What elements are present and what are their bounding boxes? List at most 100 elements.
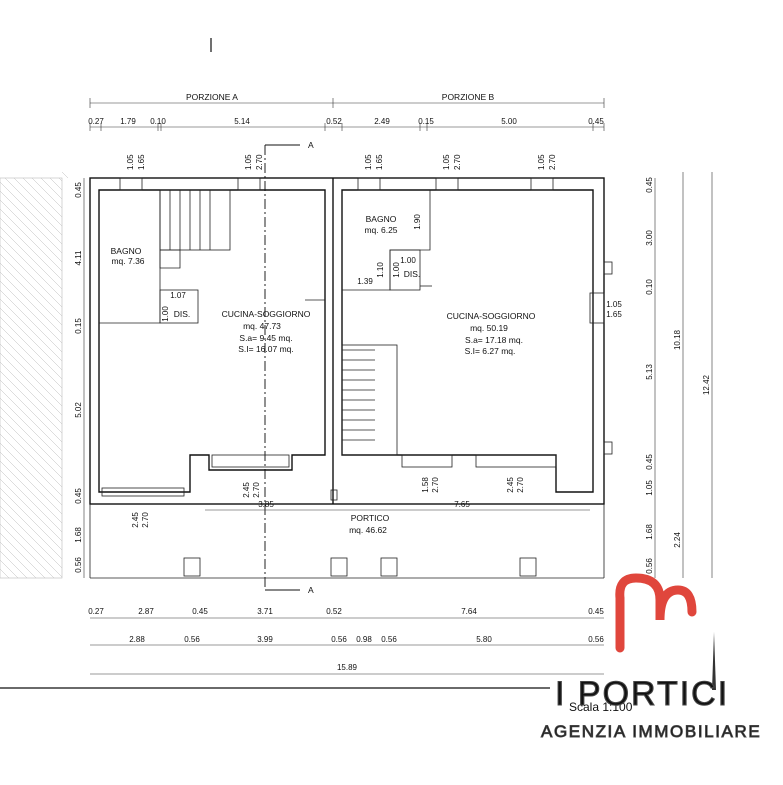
room-area: mq. 50.19 bbox=[470, 323, 508, 333]
bottom-dim-label: 7.64 bbox=[461, 607, 477, 616]
right-dim-label: 3.00 bbox=[645, 230, 654, 246]
porzione-b-label: PORZIONE B bbox=[442, 92, 495, 102]
section-header-dims: PORZIONE A PORZIONE B bbox=[89, 92, 605, 108]
room-dim: 1.90 bbox=[413, 214, 422, 230]
room-area: mq. 7.36 bbox=[111, 256, 144, 266]
room-si: S.I= 16.07 mq. bbox=[238, 344, 294, 354]
window-label: 2.70 bbox=[453, 154, 462, 170]
top-dim-label: 1.79 bbox=[120, 117, 136, 126]
room-dim: 1.39 bbox=[357, 277, 373, 286]
window-label: 1.58 bbox=[421, 477, 430, 493]
bottom-dim-label: 0.27 bbox=[88, 607, 104, 616]
room-si: S.I= 6.27 mq. bbox=[465, 346, 516, 356]
bottom-dim-label: 0.98 bbox=[356, 635, 372, 644]
bottom-total-label: 15.89 bbox=[337, 663, 358, 672]
room-sa: S.a= 17.18 mq. bbox=[465, 335, 523, 345]
section-cut-a: A A bbox=[264, 140, 314, 595]
window-label: 2.70 bbox=[431, 477, 440, 493]
right-dim-label: 0.45 bbox=[645, 177, 654, 193]
right-dim-label: 5.13 bbox=[645, 364, 654, 380]
window-label: 2.45 bbox=[131, 512, 140, 528]
right-dim-label: 0.56 bbox=[645, 558, 654, 574]
room-dim: 1.10 bbox=[376, 262, 385, 278]
bottom-dim-label: 0.56 bbox=[588, 635, 604, 644]
bottom-dim-label: 0.56 bbox=[331, 635, 347, 644]
window-label: 1.05 bbox=[126, 154, 135, 170]
window-label: 2.70 bbox=[548, 154, 557, 170]
right-dim-label: 1.05 bbox=[645, 480, 654, 496]
bottom-dimension-chain: 0.27 2.87 0.45 3.71 0.52 7.64 0.45 2.88 … bbox=[88, 607, 604, 675]
top-dim-label: 0.15 bbox=[418, 117, 434, 126]
room-name: BAGNO bbox=[366, 214, 397, 224]
top-dim-label: 0.27 bbox=[88, 117, 104, 126]
window-label: 1.05 bbox=[606, 300, 622, 309]
window-label: 1.65 bbox=[375, 154, 384, 170]
right-dimension-chain: 0.45 3.00 0.10 5.13 0.45 1.05 1.68 0.56 … bbox=[645, 172, 713, 578]
room-dim: 1.00 bbox=[161, 306, 170, 322]
right-dim-label: 0.10 bbox=[645, 279, 654, 295]
window-label: 1.05 bbox=[364, 154, 373, 170]
logo-name: I PORTICI bbox=[555, 675, 729, 713]
portico-area: mq. 46.62 bbox=[349, 525, 387, 535]
bottom-dim-label: 5.80 bbox=[476, 635, 492, 644]
window-label: 1.05 bbox=[537, 154, 546, 170]
room-name: DIS. bbox=[174, 309, 191, 319]
rooms-porzione-b: BAGNO mq. 6.25 1.90 1.10 1.39 1.00 1.00 … bbox=[357, 214, 622, 356]
room-name: DIS. bbox=[404, 269, 421, 279]
bottom-dim-label: 0.56 bbox=[381, 635, 397, 644]
top-dim-label: 5.14 bbox=[234, 117, 250, 126]
scale-label: Scala 1:100 bbox=[569, 700, 633, 714]
room-area: mq. 47.73 bbox=[243, 321, 281, 331]
portico-name: PORTICO bbox=[351, 513, 390, 523]
bottom-dim-label: 0.52 bbox=[326, 607, 342, 616]
room-sa: S.a= 9.45 mq. bbox=[239, 333, 292, 343]
left-dimension-chain: 0.45 4.11 0.15 5.02 0.45 1.68 0.56 bbox=[74, 178, 85, 578]
stair-b bbox=[341, 344, 398, 456]
right-dim-label: 2.24 bbox=[673, 532, 682, 548]
window-label: 2.70 bbox=[255, 154, 264, 170]
room-dim: 1.07 bbox=[170, 291, 186, 300]
top-dim-label: 0.10 bbox=[150, 117, 166, 126]
window-label: 1.05 bbox=[244, 154, 253, 170]
compass-needle-icon bbox=[712, 632, 716, 690]
top-dim-label: 2.49 bbox=[374, 117, 390, 126]
portico-dim: 3.85 bbox=[258, 500, 274, 509]
porzione-a-label: PORZIONE A bbox=[186, 92, 238, 102]
top-dim-label: 0.52 bbox=[326, 117, 342, 126]
window-label: 2.70 bbox=[141, 512, 150, 528]
bottom-dim-label: 2.87 bbox=[138, 607, 154, 616]
right-dim-label: 1.68 bbox=[645, 524, 654, 540]
portico: 3.85 7.65 PORTICO mq. 46.62 bbox=[89, 489, 605, 579]
window-label: 2.70 bbox=[516, 477, 525, 493]
top-dimension-chain: 0.27 1.79 0.10 5.14 0.52 2.49 0.15 5.00 … bbox=[88, 117, 604, 131]
room-name: BAGNO bbox=[111, 246, 142, 256]
window-labels-bottom: 2.45 2.70 2.45 2.70 1.58 2.70 2.45 2.70 bbox=[131, 477, 525, 528]
left-dim-label: 5.02 bbox=[74, 402, 83, 418]
room-dim: 1.00 bbox=[400, 256, 416, 265]
left-dim-label: 1.68 bbox=[74, 527, 83, 543]
left-dim-label: 0.45 bbox=[74, 488, 83, 504]
logo-mark: I PORTICI AGENZIA IMMOBILIARE bbox=[541, 573, 761, 741]
rooms-porzione-a: BAGNO mq. 7.36 1.07 1.00 DIS. CUCINA-SOG… bbox=[111, 246, 311, 354]
right-dim-label: 12.42 bbox=[702, 374, 711, 395]
room-name: CUCINA-SOGGIORNO bbox=[222, 309, 311, 319]
left-dim-label: 4.11 bbox=[74, 250, 83, 266]
bottom-dim-label: 0.45 bbox=[588, 607, 604, 616]
left-dim-label: 0.56 bbox=[74, 557, 83, 573]
top-dim-label: 5.00 bbox=[501, 117, 517, 126]
bottom-dim-label: 0.45 bbox=[192, 607, 208, 616]
right-dim-label: 10.18 bbox=[673, 329, 682, 350]
section-cut-label-bottom: A bbox=[308, 585, 314, 595]
stair-a bbox=[159, 189, 231, 269]
bottom-dim-label: 2.88 bbox=[129, 635, 145, 644]
bottom-dim-label: 0.56 bbox=[184, 635, 200, 644]
right-dim-label: 0.45 bbox=[645, 454, 654, 470]
window-label: 2.70 bbox=[252, 482, 261, 498]
window-label: 2.45 bbox=[242, 482, 251, 498]
room-area: mq. 6.25 bbox=[364, 225, 397, 235]
window-label: 2.45 bbox=[506, 477, 515, 493]
room-dim: 1.00 bbox=[392, 262, 401, 278]
window-label: 1.65 bbox=[137, 154, 146, 170]
logo-subtitle: AGENZIA IMMOBILIARE bbox=[541, 722, 761, 741]
